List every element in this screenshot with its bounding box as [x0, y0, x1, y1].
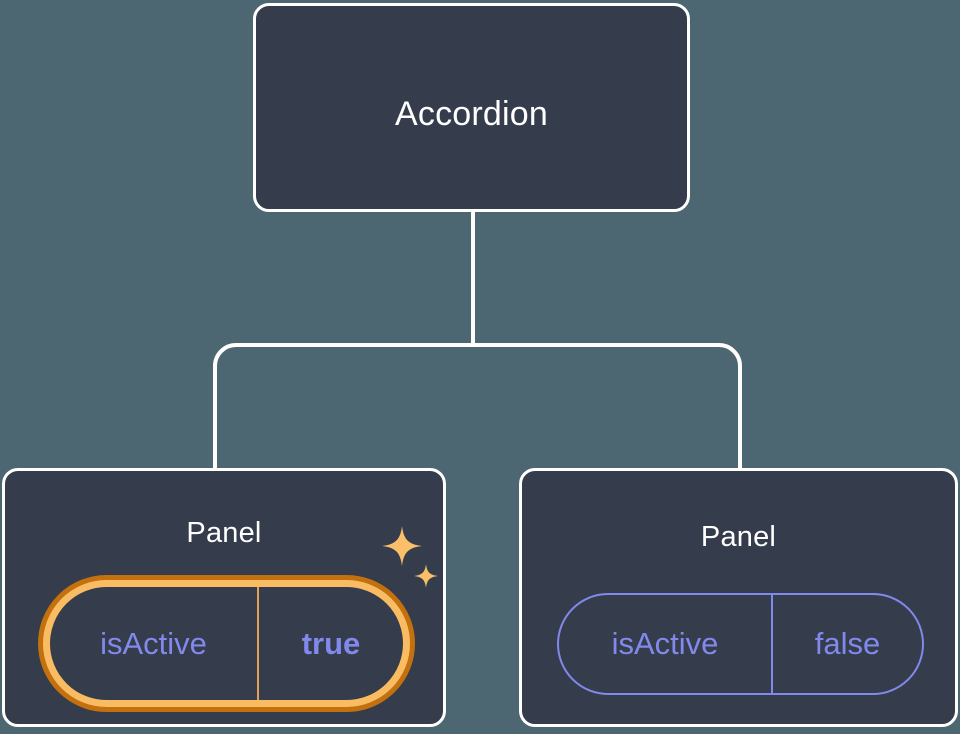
prop-pill-isactive-true[interactable]: isActive true — [38, 575, 415, 712]
connector-to-left-panel — [213, 343, 473, 470]
prop-value-label: false — [814, 626, 881, 661]
node-accordion[interactable]: Accordion — [253, 3, 690, 212]
node-panel-inactive[interactable]: Panel isActive false — [519, 468, 958, 727]
prop-pill-highlight-body[interactable]: isActive true — [43, 580, 410, 707]
prop-key-label: isActive — [559, 595, 773, 693]
node-panel-active-title: Panel — [186, 517, 262, 549]
prop-pill-isactive-false[interactable]: isActive false — [557, 593, 924, 695]
node-accordion-title: Accordion — [395, 95, 548, 133]
prop-pill-highlight-halo — [38, 575, 415, 712]
prop-key-label: isActive — [50, 587, 259, 700]
node-panel-active[interactable]: Panel isActive true — [2, 468, 446, 727]
connector-to-right-panel — [473, 343, 742, 470]
prop-value-label: true — [301, 625, 361, 661]
node-panel-inactive-title: Panel — [700, 521, 777, 553]
